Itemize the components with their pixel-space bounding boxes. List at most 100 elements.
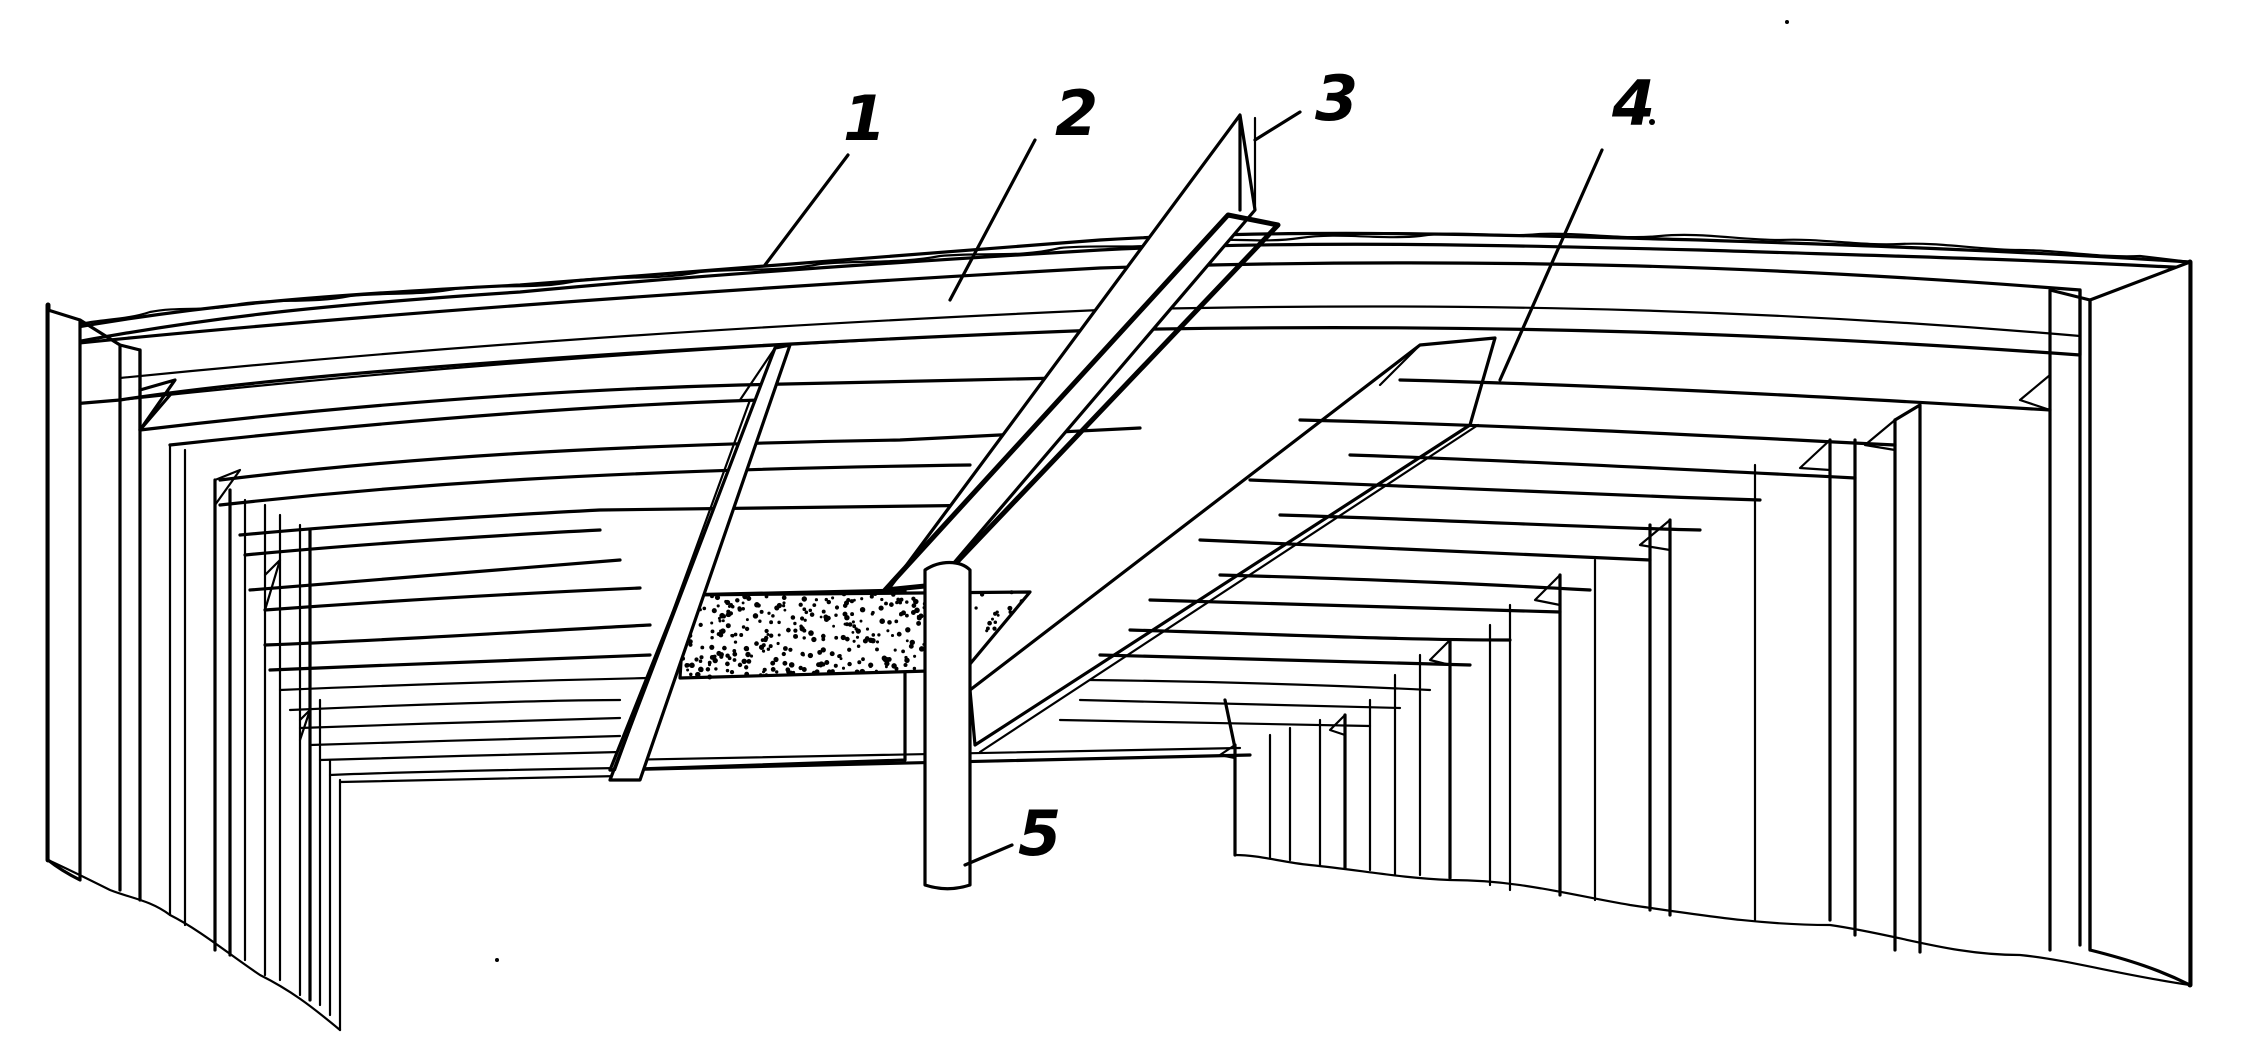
insulation-dot bbox=[849, 599, 854, 604]
insulation-dot bbox=[768, 644, 773, 649]
leader-4 bbox=[1498, 148, 1604, 382]
diagonal-strut-left bbox=[608, 343, 792, 782]
insulation-dot bbox=[992, 626, 997, 631]
insulation-dot bbox=[737, 662, 743, 668]
insulation-dot bbox=[782, 660, 788, 666]
insulation-dot bbox=[719, 654, 724, 659]
insulation-dot bbox=[804, 610, 809, 615]
insulation-dot bbox=[732, 651, 738, 657]
insulation-dot bbox=[802, 607, 807, 612]
insulation-dot bbox=[985, 626, 990, 631]
callout-3: 3 bbox=[1315, 62, 1358, 135]
insulation-dot bbox=[770, 660, 776, 666]
insulation-dot bbox=[798, 602, 803, 607]
insulation-dot bbox=[991, 617, 994, 621]
insulation-dot bbox=[714, 667, 718, 671]
insulation-dot bbox=[817, 649, 823, 655]
insulation-dot bbox=[759, 609, 764, 614]
insulation-dot bbox=[869, 594, 874, 599]
insulation-dot bbox=[767, 611, 771, 615]
insulation-dot bbox=[762, 670, 765, 674]
insulation-dot bbox=[918, 613, 924, 619]
insulation-dot bbox=[878, 605, 884, 611]
insulation-dot bbox=[803, 618, 807, 622]
insulation-dot bbox=[700, 645, 705, 650]
insulation-dot bbox=[887, 620, 892, 625]
insulation-dot bbox=[914, 607, 920, 614]
right-frame bbox=[1233, 259, 2193, 988]
insulation-dot bbox=[783, 646, 788, 651]
insulation-dot bbox=[758, 673, 763, 677]
insulation-dot bbox=[894, 666, 899, 671]
insulation-dot bbox=[889, 602, 894, 607]
callout-1: 1 bbox=[843, 82, 886, 155]
insulation-dot bbox=[847, 647, 852, 652]
insulation-dot bbox=[913, 598, 919, 605]
insulation-dot bbox=[821, 637, 826, 642]
insulation-dot bbox=[840, 634, 846, 641]
insulation-dot bbox=[729, 669, 735, 675]
insulation-dot bbox=[769, 620, 774, 625]
insulation-dot bbox=[1019, 599, 1024, 604]
column bbox=[923, 560, 972, 891]
insulation-dot bbox=[834, 605, 840, 610]
insulation-dot bbox=[761, 649, 766, 653]
insulation-dot bbox=[841, 666, 846, 670]
insulation-dot bbox=[739, 633, 744, 637]
insulation-dot bbox=[870, 637, 876, 644]
insulation-dot bbox=[832, 624, 836, 628]
insulation-dot bbox=[837, 654, 841, 659]
insulation-dot bbox=[811, 636, 817, 643]
insulation-dot bbox=[786, 627, 791, 633]
insulation-dot bbox=[752, 613, 759, 619]
insulation-dot bbox=[747, 593, 751, 597]
insulation-dot bbox=[894, 619, 899, 624]
insulation-dot bbox=[893, 648, 897, 652]
insulation-dot bbox=[1008, 610, 1013, 614]
insulation-dot bbox=[730, 604, 735, 609]
insulation-dot bbox=[782, 604, 786, 608]
insulation-dot bbox=[730, 633, 735, 638]
insulation-dot bbox=[859, 606, 866, 613]
insulation-dot bbox=[809, 612, 815, 617]
insulation-dot bbox=[834, 635, 839, 640]
insulation-dot bbox=[909, 639, 915, 646]
insulation-dot bbox=[709, 644, 715, 650]
specks bbox=[495, 20, 1789, 962]
insulation-dot bbox=[716, 604, 720, 608]
insulation-dot bbox=[791, 670, 796, 675]
insulation-dot bbox=[771, 614, 775, 618]
insulation-dot bbox=[790, 615, 796, 620]
insulation-dot bbox=[781, 595, 787, 601]
insulation-dot bbox=[890, 633, 895, 638]
insulation-dot bbox=[781, 651, 786, 657]
leader-2 bbox=[948, 138, 1037, 302]
insulation-dot bbox=[733, 632, 738, 637]
insulation-dot bbox=[744, 671, 750, 677]
insulation-dot bbox=[912, 666, 917, 671]
insulation-dot bbox=[741, 607, 745, 611]
insulation-dot bbox=[852, 639, 856, 643]
insulation-dot bbox=[993, 611, 998, 616]
insulation-dot bbox=[852, 624, 857, 629]
insulation-dot bbox=[707, 674, 713, 680]
insulation-dot bbox=[773, 656, 779, 663]
insulation-dot bbox=[742, 593, 748, 600]
insulation-dot bbox=[996, 613, 1000, 617]
insulation-dot bbox=[905, 627, 911, 633]
insulation-dot bbox=[732, 649, 737, 653]
insulation-dot bbox=[830, 669, 835, 674]
insulation-dot bbox=[857, 660, 862, 665]
insulation-dot bbox=[686, 668, 690, 672]
insulation-dot bbox=[733, 640, 738, 644]
insulation-dot bbox=[901, 649, 905, 654]
leader-3 bbox=[1253, 110, 1302, 142]
insulation-dot bbox=[979, 592, 985, 597]
insulation-dot bbox=[895, 600, 899, 605]
insulation-dot bbox=[993, 620, 998, 625]
insulation-dot bbox=[820, 647, 826, 653]
insulation-dot bbox=[872, 591, 878, 596]
insulation-dot bbox=[824, 597, 828, 602]
insulation-dot bbox=[725, 623, 731, 629]
insulation-dot bbox=[851, 620, 855, 624]
